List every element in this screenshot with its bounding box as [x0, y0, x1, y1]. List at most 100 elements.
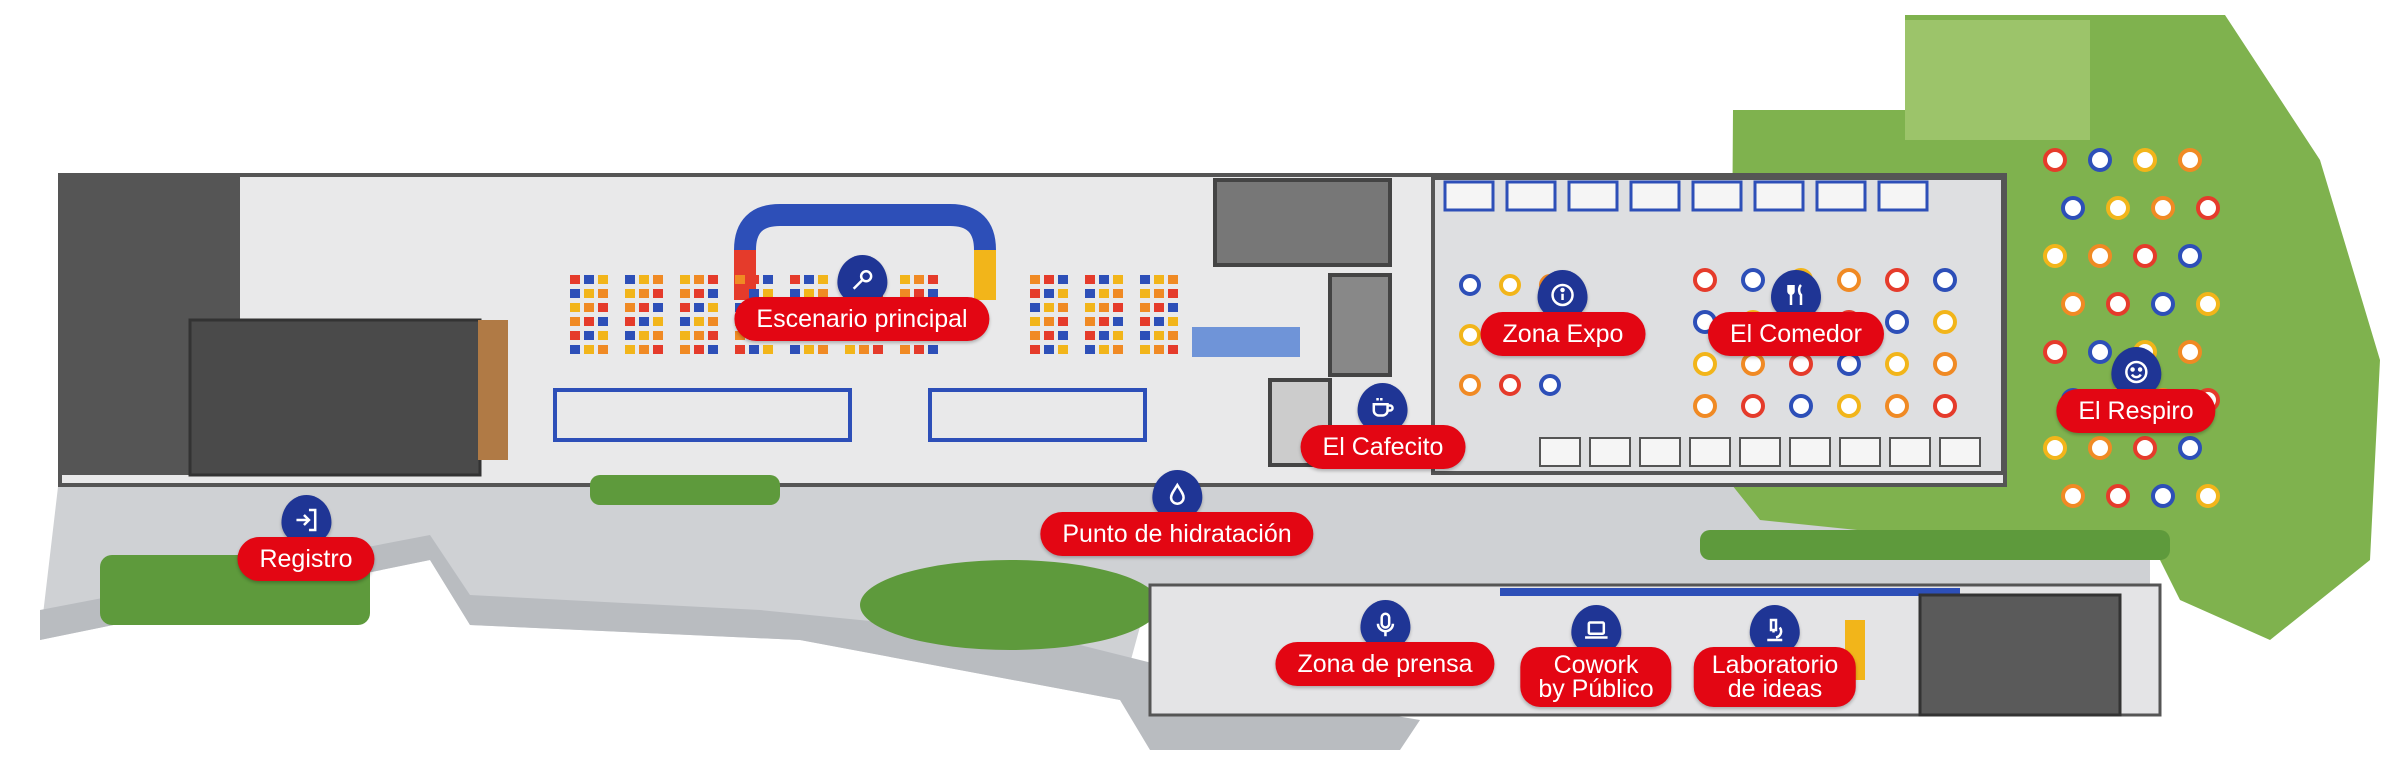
seat: [1168, 303, 1178, 312]
dining-table: [1741, 394, 1765, 418]
center-room-top: [1213, 178, 1392, 267]
pin-escenario[interactable]: Escenario principal: [734, 255, 990, 341]
seat: [653, 345, 663, 354]
dining-table: [1789, 394, 1813, 418]
seat: [694, 289, 704, 298]
seat: [1085, 345, 1095, 354]
expo-table: [1499, 274, 1521, 296]
pin-cowork[interactable]: Cowork by Público: [1520, 605, 1672, 707]
seat: [1168, 275, 1178, 284]
garden-table: [2106, 484, 2130, 508]
seat: [639, 303, 649, 312]
pin-label-hidratacion: Punto de hidratación: [1040, 512, 1314, 556]
expo-table: [1459, 324, 1481, 346]
pin-hidratacion[interactable]: Punto de hidratación: [1040, 470, 1314, 556]
seat: [928, 275, 938, 284]
info-icon: [1537, 270, 1588, 320]
garden-table: [2196, 292, 2220, 316]
pin-label-prensa: Zona de prensa: [1275, 642, 1495, 686]
seat: [735, 275, 745, 284]
seat: [584, 345, 594, 354]
seat: [914, 345, 924, 354]
dining-table: [1885, 310, 1909, 334]
pin-prensa[interactable]: Zona de prensa: [1275, 600, 1495, 686]
seat: [1140, 345, 1150, 354]
seat: [749, 345, 759, 354]
seat: [900, 275, 910, 284]
microphone-stand-icon: [1360, 600, 1410, 650]
seat: [1099, 275, 1109, 284]
seat: [749, 289, 759, 298]
seat: [584, 331, 594, 340]
booth-row-top: [1443, 180, 1929, 212]
seat: [914, 289, 924, 298]
seat: [708, 303, 718, 312]
seat: [584, 317, 594, 326]
booth: [1443, 180, 1495, 212]
pin-expo[interactable]: Zona Expo: [1480, 270, 1646, 356]
seat: [1140, 303, 1150, 312]
seat: [873, 345, 883, 354]
pin-cafecito[interactable]: El Cafecito: [1300, 383, 1466, 469]
seat: [1099, 331, 1109, 340]
pin-label-expo: Zona Expo: [1480, 312, 1646, 356]
garden-table: [2043, 244, 2067, 268]
seat: [625, 303, 635, 312]
seat: [598, 345, 608, 354]
seat: [680, 345, 690, 354]
pin-label-escenario: Escenario principal: [734, 297, 990, 341]
seat: [1140, 331, 1150, 340]
enter-icon: [281, 495, 331, 545]
pin-registro[interactable]: Registro: [237, 495, 375, 581]
dining-table: [1885, 268, 1909, 292]
seat: [653, 331, 663, 340]
seat: [694, 317, 704, 326]
booth: [1567, 180, 1619, 212]
seat: [653, 289, 663, 298]
seat: [1168, 289, 1178, 298]
seat: [694, 345, 704, 354]
tree-cluster: [860, 560, 1160, 650]
garden-table: [2151, 292, 2175, 316]
seat: [914, 275, 924, 284]
seat: [680, 275, 690, 284]
booth: [1815, 180, 1867, 212]
seat: [1154, 289, 1164, 298]
booth: [1689, 437, 1731, 467]
seat: [763, 345, 773, 354]
seat: [694, 275, 704, 284]
water-drop-icon: [1152, 470, 1202, 520]
seat: [1099, 303, 1109, 312]
seat: [1140, 317, 1150, 326]
seat: [1044, 317, 1054, 326]
seat: [1044, 289, 1054, 298]
dining-table: [1741, 268, 1765, 292]
pin-respiro[interactable]: El Respiro: [2056, 347, 2216, 433]
garden-table: [2088, 436, 2112, 460]
seat: [1168, 317, 1178, 326]
pin-comedor[interactable]: El Comedor: [1708, 270, 1884, 356]
seat: [708, 345, 718, 354]
expo-table: [1539, 374, 1561, 396]
seat: [1154, 275, 1164, 284]
seat: [1099, 289, 1109, 298]
pin-label-cafecito: El Cafecito: [1300, 425, 1466, 469]
garden-table: [2196, 484, 2220, 508]
seat: [1140, 275, 1150, 284]
seat: [735, 331, 745, 340]
garden-table: [2106, 292, 2130, 316]
garden-table: [2178, 244, 2202, 268]
seat: [1168, 345, 1178, 354]
seat: [570, 345, 580, 354]
seat: [928, 345, 938, 354]
smiley-icon: [2110, 347, 2161, 397]
dining-table: [1837, 352, 1861, 376]
garden-table: [2043, 148, 2067, 172]
booth-row-bottom: [1539, 437, 1981, 467]
seat: [900, 289, 910, 298]
pin-laboratorio[interactable]: Laboratorio de ideas: [1693, 605, 1857, 707]
garden-table: [2133, 148, 2157, 172]
seat: [1140, 289, 1150, 298]
seat: [680, 317, 690, 326]
